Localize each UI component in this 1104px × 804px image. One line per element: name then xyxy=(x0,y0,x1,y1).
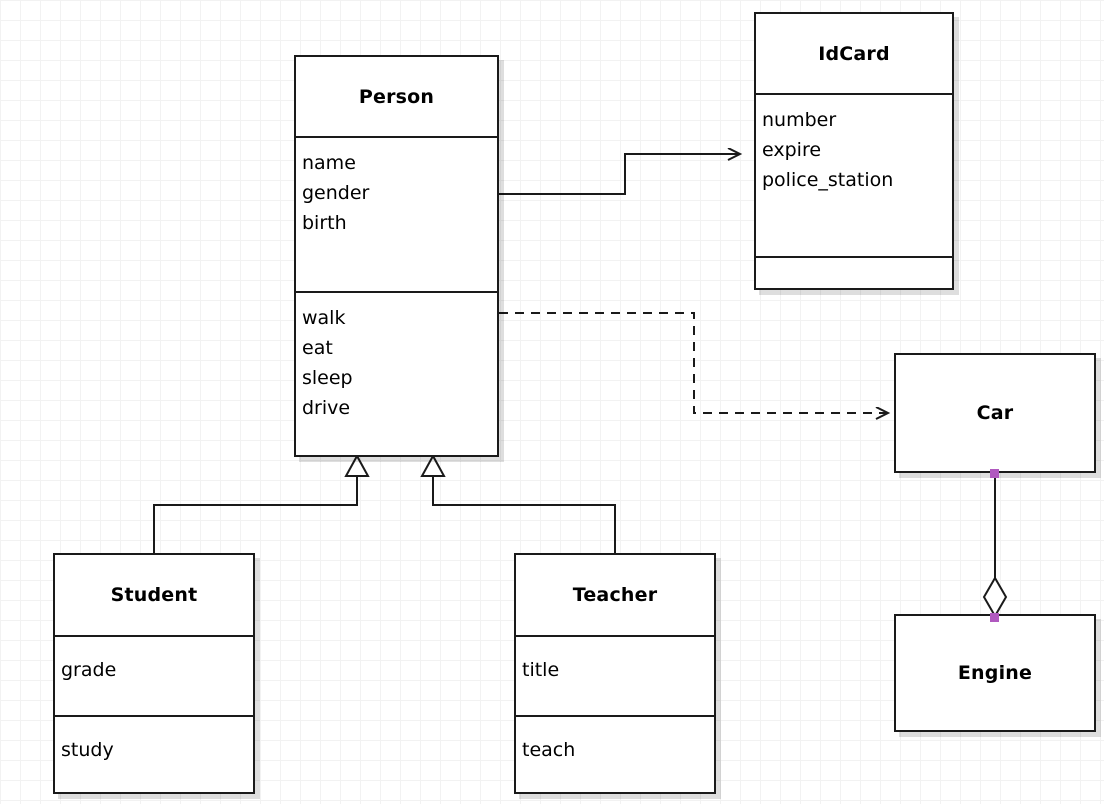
attribute-item: expire xyxy=(762,139,822,161)
class-node-student[interactable]: Student grade study xyxy=(53,553,255,794)
class-title-engine: Engine xyxy=(896,616,1094,730)
class-title-idcard: IdCard xyxy=(756,14,952,93)
class-name-label: Car xyxy=(976,402,1014,424)
class-title-teacher: Teacher xyxy=(516,555,714,635)
class-methods-teacher: teach xyxy=(516,715,714,792)
method-item: teach xyxy=(522,739,576,761)
generalization-teacher-person[interactable] xyxy=(420,453,616,553)
class-name-label: Teacher xyxy=(572,584,658,606)
class-name-label: Engine xyxy=(957,662,1033,684)
method-item: walk xyxy=(302,307,346,329)
class-name-label: IdCard xyxy=(818,42,890,65)
method-item: sleep xyxy=(302,367,353,389)
attribute-item: birth xyxy=(302,212,347,234)
class-node-car[interactable]: Car xyxy=(894,353,1096,473)
class-attributes-person: name gender birth xyxy=(296,136,497,291)
selection-handle-bottom[interactable] xyxy=(990,613,999,622)
association-person-idcard[interactable] xyxy=(499,154,740,195)
method-item: study xyxy=(61,739,114,761)
class-title-person: Person xyxy=(296,57,497,136)
class-name-label: Person xyxy=(358,85,435,108)
class-methods-person: walk eat sleep drive xyxy=(296,291,497,455)
class-attributes-idcard: number expire police_station xyxy=(756,93,952,256)
generalization-student-person[interactable] xyxy=(153,453,370,553)
class-node-person[interactable]: Person name gender birth walk eat sleep … xyxy=(294,55,499,457)
class-title-student: Student xyxy=(55,555,253,635)
method-item: eat xyxy=(302,337,333,359)
class-node-teacher[interactable]: Teacher title teach xyxy=(514,553,716,794)
class-attributes-teacher: title xyxy=(516,635,714,715)
attribute-item: gender xyxy=(302,182,370,204)
attribute-item: grade xyxy=(61,659,117,681)
class-methods-idcard xyxy=(756,256,952,288)
aggregation-car-engine[interactable] xyxy=(982,473,1008,618)
attribute-item: title xyxy=(522,659,560,681)
attribute-item: number xyxy=(762,109,837,131)
attribute-item: police_station xyxy=(762,169,894,191)
dependency-person-car[interactable] xyxy=(499,312,888,413)
class-node-engine[interactable]: Engine xyxy=(894,614,1096,732)
class-node-idcard[interactable]: IdCard number expire police_station xyxy=(754,12,954,290)
class-methods-student: study xyxy=(55,715,253,792)
class-name-label: Student xyxy=(110,584,198,606)
attribute-item: name xyxy=(302,152,356,174)
class-title-car: Car xyxy=(896,355,1094,471)
class-attributes-student: grade xyxy=(55,635,253,715)
method-item: drive xyxy=(302,397,351,419)
selection-handle-top[interactable] xyxy=(990,469,999,478)
